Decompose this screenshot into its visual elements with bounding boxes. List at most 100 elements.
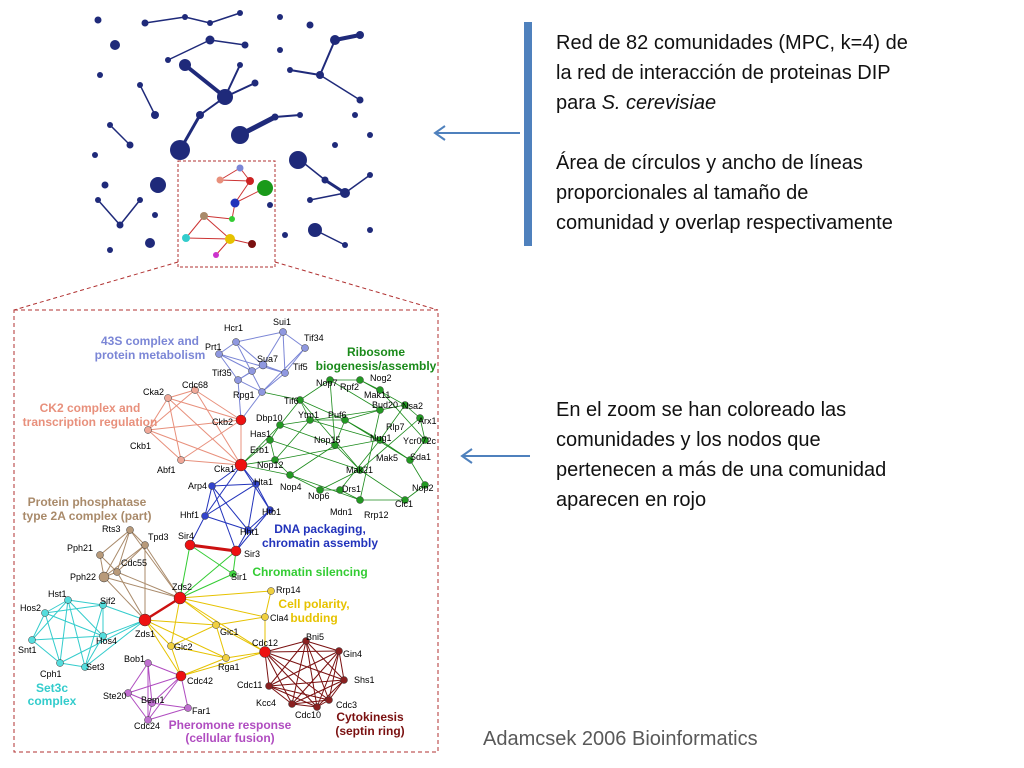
protein-label: Cdc12 (252, 638, 278, 648)
protein-label: Mak11 (364, 390, 390, 400)
accent-bar (524, 22, 532, 246)
community-label: transcription regulation (23, 415, 158, 429)
protein-label: Nog2 (370, 373, 392, 383)
protein-label: Pph21 (67, 543, 93, 553)
protein-label: Tif6 (284, 396, 299, 406)
protein-label: Hcr1 (224, 323, 243, 333)
protein-label: Shs1 (354, 675, 375, 685)
caption-line: Red de 82 comunidades (MPC, k=4) de (556, 32, 908, 54)
protein-label: Hhf1 (180, 510, 199, 520)
protein-label: Has1 (250, 429, 271, 439)
protein-label: Zds2 (172, 582, 192, 592)
community-label: 43S complex and (101, 334, 199, 348)
protein-label: Cdc11 (237, 680, 262, 690)
protein-label: Cla4 (270, 613, 289, 623)
protein-label: Sda1 (410, 452, 431, 462)
protein-label: Rpg1 (233, 390, 255, 400)
community-label: biogenesis/assembly (316, 359, 437, 373)
protein-label: Cdc42 (187, 676, 213, 686)
protein-label: Sif2 (100, 596, 116, 606)
protein-label: Puf6 (328, 410, 347, 420)
caption-line: para S. cerevisiae (556, 92, 717, 114)
caption-line: la red de interacción de proteinas DIP (556, 62, 891, 84)
protein-label: Far1 (192, 706, 211, 716)
protein-label: Gic1 (220, 627, 239, 637)
community-label: (septin ring) (335, 724, 404, 738)
protein-label: Ycr072c (403, 436, 437, 446)
arrow-icon (460, 448, 530, 464)
protein-label: Sua7 (257, 354, 278, 364)
caption-line: comunidades y los nodos que (556, 429, 821, 451)
protein-label: Hos4 (96, 636, 117, 646)
protein-label: Rts3 (102, 524, 121, 534)
protein-label: Rlp7 (386, 422, 405, 432)
community-label: Ribosome (347, 345, 405, 359)
protein-label: Cdc24 (134, 721, 160, 731)
protein-label: Cdc55 (121, 558, 147, 568)
protein-label: Gin4 (343, 649, 362, 659)
community-label: type 2A complex (part) (23, 509, 152, 523)
protein-label: Cka1 (214, 464, 235, 474)
protein-label: Pph22 (70, 572, 96, 582)
community-label: Cytokinesis (336, 710, 404, 724)
protein-label: Nug1 (370, 433, 392, 443)
protein-label: Bem1 (141, 695, 165, 705)
community-label: Protein phosphatase (28, 495, 147, 509)
protein-label: Bni5 (306, 632, 324, 642)
protein-label: Ytm1 (298, 410, 319, 420)
caption-line: pertenecen a más de una comunidad (556, 459, 887, 481)
protein-label: Htb1 (262, 507, 281, 517)
protein-label: Mdn1 (330, 507, 353, 517)
protein-label: Tpd3 (148, 532, 169, 542)
protein-label: Ckb1 (130, 441, 151, 451)
community-label: budding (290, 611, 337, 625)
protein-label: Sir3 (244, 549, 260, 559)
protein-label: Tif34 (304, 333, 324, 343)
protein-label: Rrp12 (364, 510, 389, 520)
caption-bottom: En el zoom se han coloreado las comunida… (556, 395, 996, 515)
community-label: Pheromone response (169, 718, 292, 732)
community-label: DNA packaging, (274, 522, 366, 536)
protein-label: Sir1 (231, 572, 247, 582)
protein-label: Zds1 (135, 629, 155, 639)
caption-line: aparecen en rojo (556, 489, 707, 511)
protein-label: Nop15 (314, 435, 341, 445)
protein-label: Rpf2 (340, 382, 359, 392)
protein-label: Nop2 (412, 483, 434, 493)
caption-top: Red de 82 comunidades (MPC, k=4) de la r… (556, 28, 996, 238)
protein-label: Bud20 (372, 400, 398, 410)
protein-label: Nop7 (316, 378, 338, 388)
protein-label: Hta1 (254, 477, 273, 487)
protein-label: Tif5 (293, 362, 308, 372)
caption-line: comunidad y overlap respectivamente (556, 212, 893, 234)
protein-label: Nop12 (257, 460, 284, 470)
protein-label: Nop4 (280, 482, 302, 492)
protein-label: Hst1 (48, 589, 67, 599)
caption-line: Área de círculos y ancho de líneas (556, 152, 863, 174)
protein-label: Bob1 (124, 654, 145, 664)
protein-label: Snt1 (18, 645, 37, 655)
protein-label: Hht1 (240, 527, 259, 537)
community-label: protein metabolism (95, 348, 206, 362)
zoom-frame (13, 309, 439, 753)
community-label: complex (28, 694, 77, 708)
community-label: Chromatin silencing (252, 565, 367, 579)
citation: Adamcsek 2006 Bioinformatics (483, 728, 758, 750)
protein-label: Drs1 (342, 484, 361, 494)
community-network-overview (92, 10, 373, 268)
protein-label: Hos2 (20, 603, 41, 613)
protein-label: Nsa2 (402, 401, 423, 411)
protein-label: Cdc68 (182, 380, 208, 390)
protein-label: Erb1 (250, 445, 269, 455)
protein-label: Ckb2 (212, 417, 233, 427)
community-label: Cell polarity, (278, 597, 349, 611)
protein-label: Gic2 (174, 642, 193, 652)
caption-line: En el zoom se han coloreado las (556, 399, 847, 421)
community-label: CK2 complex and (40, 401, 141, 415)
protein-label: Abf1 (157, 465, 176, 475)
protein-label: Rga1 (218, 662, 240, 672)
protein-label: Arx1 (418, 416, 437, 426)
arrow-icon (433, 125, 520, 141)
community-label: chromatin assembly (262, 536, 378, 550)
protein-label: Prt1 (205, 342, 222, 352)
